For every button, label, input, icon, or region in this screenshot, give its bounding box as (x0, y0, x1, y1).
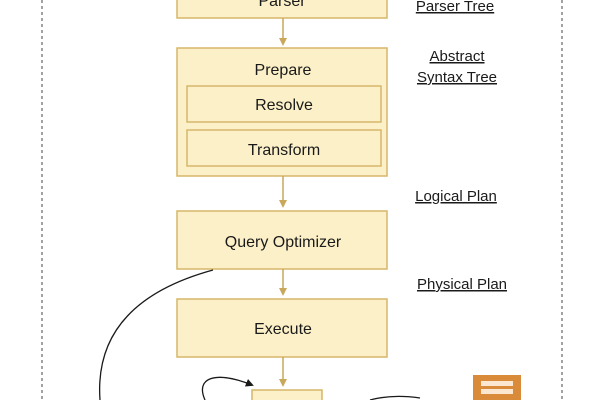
execute-box (176, 298, 388, 358)
storage-icon (473, 375, 521, 400)
curve-loop-arrow (201, 376, 254, 400)
parser-node: Parser (176, 0, 388, 19)
curve-optimizer-to-left (99, 269, 214, 400)
prepare-label: Prepare (255, 62, 312, 79)
label-abstract: Abstract (429, 48, 485, 65)
next-stage-box (251, 389, 323, 400)
label-syntax-tree: Syntax Tree (417, 69, 497, 86)
query-optimizer-label: Query Optimizer (225, 234, 342, 251)
resolve-box (186, 85, 382, 123)
query-optimizer-box (176, 210, 388, 270)
query-optimizer-node: Query Optimizer (176, 210, 388, 270)
parser-box (176, 0, 388, 19)
transform-box (186, 129, 382, 167)
outer-dashed-frame (41, 0, 563, 400)
resolve-label: Resolve (255, 97, 313, 114)
label-physical-plan: Physical Plan (417, 276, 507, 293)
execute-node: Execute (176, 298, 388, 358)
prepare-node: Prepare Resolve Transform (176, 47, 388, 177)
curve-right-bottom (369, 395, 421, 400)
parser-label: Parser (258, 0, 306, 10)
transform-label: Transform (248, 142, 320, 159)
label-parser-tree: Parser Tree (416, 0, 494, 15)
execute-label: Execute (254, 321, 312, 338)
label-logical-plan: Logical Plan (415, 188, 497, 205)
